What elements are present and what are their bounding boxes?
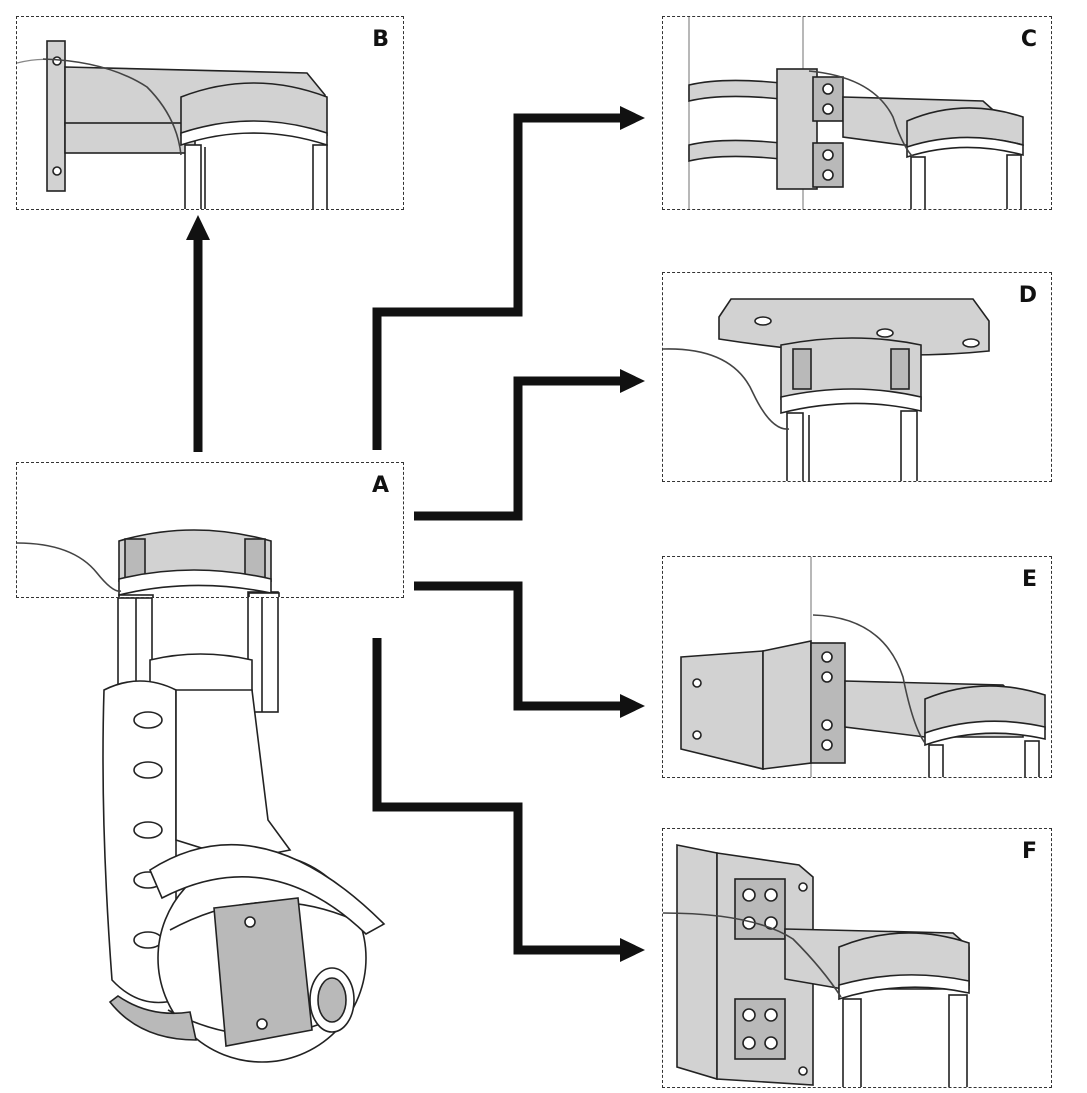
- arrow-to-f: [372, 638, 645, 962]
- arrow-to-e: [414, 581, 645, 718]
- panel-label-d: D: [1018, 283, 1037, 308]
- panel-label-f: F: [1021, 839, 1037, 864]
- pole-mount-bracket-icon: [688, 17, 1024, 209]
- panel-b: B: [16, 16, 404, 210]
- panel-a: A: [16, 462, 404, 598]
- wall-bracket-icon: [17, 40, 328, 209]
- panel-label-b: B: [372, 27, 389, 52]
- wall-plate-bracket-icon: [663, 844, 970, 1087]
- panel-e: E: [662, 556, 1052, 778]
- panel-label-a: A: [371, 473, 389, 498]
- mounting-adapter-icon: [17, 529, 280, 597]
- arrow-to-d: [414, 369, 645, 521]
- corner-mount-bracket-icon: [680, 557, 1046, 777]
- arrow-to-c: [372, 106, 645, 450]
- panel-c: C: [662, 16, 1052, 210]
- ptz-dome-camera-icon: [102, 591, 386, 1063]
- panel-f: F: [662, 828, 1052, 1088]
- ceiling-mount-plate-icon: [663, 298, 990, 481]
- panel-d: D: [662, 272, 1052, 482]
- arrow-to-b: [186, 215, 210, 452]
- panel-label-e: E: [1021, 567, 1037, 592]
- panel-label-c: C: [1020, 27, 1037, 52]
